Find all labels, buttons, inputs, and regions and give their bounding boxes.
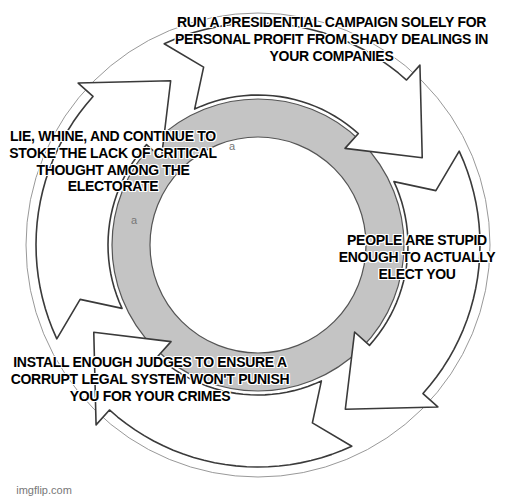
step-text: RUN A PRESIDENTIAL CAMPAIGN SOLELY FOR P…: [159, 14, 504, 64]
step-text: LIE, WHINE, AND CONTINUE TO STOKE THE LA…: [2, 128, 224, 195]
watermark: imgflip.com: [4, 484, 84, 496]
watermark: a: [226, 140, 238, 152]
cycle-arrow: [36, 81, 171, 339]
watermark: a: [128, 214, 140, 226]
step-text: PEOPLE ARE STUPID ENOUGH TO ACTUALLY ELE…: [330, 232, 504, 282]
step-text: INSTALL ENOUGH JUDGES TO ENSURE A CORRUP…: [4, 354, 296, 404]
